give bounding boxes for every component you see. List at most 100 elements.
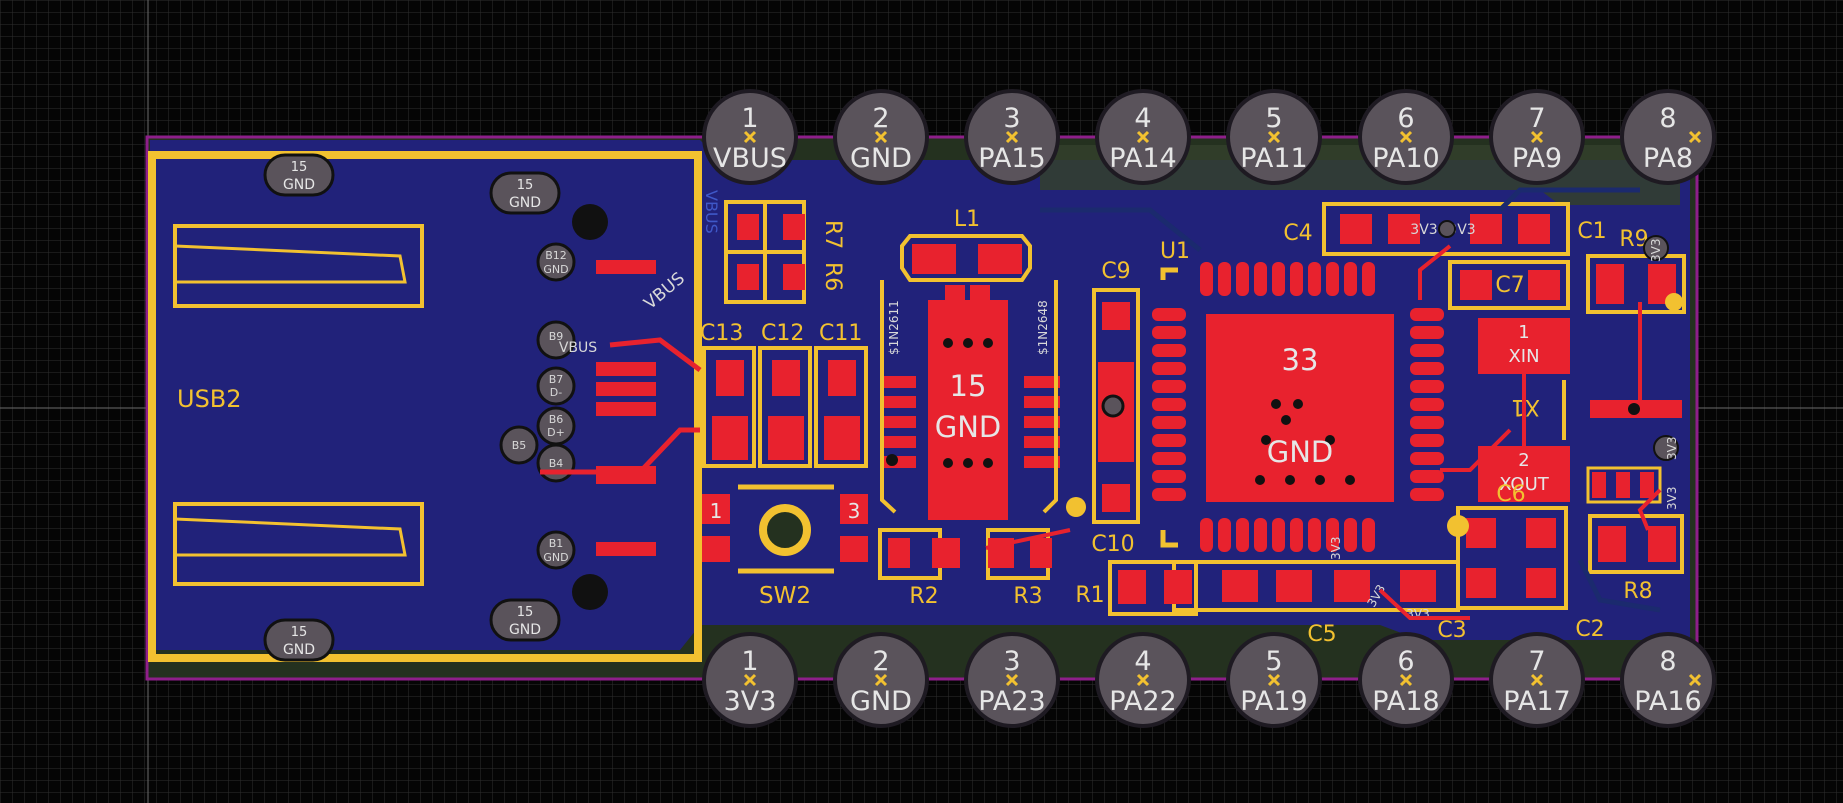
svg-text:C6: C6 bbox=[1496, 482, 1525, 507]
usb-shield-pad[interactable]: 15 GND bbox=[489, 171, 561, 215]
resistor-r9[interactable]: R9 3V3 bbox=[1590, 227, 1683, 418]
svg-text:GND: GND bbox=[850, 686, 912, 717]
usb-smd-pad[interactable] bbox=[596, 542, 656, 556]
svg-text:GND: GND bbox=[283, 642, 315, 658]
svg-text:$1N2611: $1N2611 bbox=[887, 300, 901, 355]
capacitor-c9-c10[interactable]: C9 C10 bbox=[1066, 259, 1140, 557]
resistor-r7-r6[interactable]: R7 R6 bbox=[724, 200, 845, 304]
svg-text:2: 2 bbox=[872, 646, 889, 677]
svg-text:2: 2 bbox=[872, 103, 889, 134]
resistor-r1[interactable]: R1 bbox=[1075, 560, 1198, 616]
capacitor-c1[interactable]: C1 bbox=[1577, 219, 1686, 314]
usb-pin-b1[interactable]: B1 GND bbox=[536, 530, 576, 570]
usb-tongue-lower bbox=[173, 502, 424, 586]
svg-text:C12: C12 bbox=[761, 321, 804, 346]
usb-smd-pad[interactable] bbox=[596, 466, 656, 484]
svg-text:PA23: PA23 bbox=[978, 686, 1045, 717]
capacitor-c2[interactable]: C2 bbox=[1575, 466, 1662, 642]
trace-d-plus bbox=[540, 427, 700, 475]
usb-shield-pad[interactable]: 15 GND bbox=[263, 618, 335, 662]
svg-text:R6: R6 bbox=[820, 262, 845, 291]
regulator-ic[interactable]: 15 GND $1N2611 $1N2648 bbox=[880, 280, 1060, 520]
usb-shield-pad[interactable]: 15 GND bbox=[263, 153, 335, 197]
svg-text:1: 1 bbox=[710, 499, 723, 523]
svg-text:3V3: 3V3 bbox=[1649, 239, 1663, 262]
usb-smd-pad[interactable] bbox=[596, 362, 656, 376]
capacitors-c13-c12-c11[interactable]: C13 C12 C11 bbox=[700, 321, 868, 468]
usb-smd-pad[interactable] bbox=[596, 402, 656, 416]
svg-text:3V3: 3V3 bbox=[724, 686, 777, 717]
svg-text:R2: R2 bbox=[909, 584, 938, 609]
svg-text:PA9: PA9 bbox=[1512, 143, 1562, 174]
usb-pin-b7[interactable]: B7 D- bbox=[536, 366, 576, 406]
usb-pin-b6[interactable]: B6 D+ bbox=[536, 406, 576, 446]
usb-shield-pad[interactable]: 15 GND bbox=[489, 598, 561, 642]
svg-text:B1: B1 bbox=[549, 537, 564, 550]
resistor-r8[interactable]: R8 3V3 3V3 bbox=[1588, 435, 1684, 604]
inductor-l1[interactable]: L1 bbox=[900, 207, 1032, 282]
svg-text:C11: C11 bbox=[819, 321, 862, 346]
usb-tongue-upper bbox=[173, 224, 424, 308]
switch-sw2[interactable]: 1 3 SW2 bbox=[702, 484, 868, 609]
svg-text:3V3: 3V3 bbox=[1665, 487, 1679, 510]
svg-text:PA19: PA19 bbox=[1240, 686, 1307, 717]
usb-pin-b4[interactable]: B4 bbox=[536, 443, 576, 483]
svg-text:C2: C2 bbox=[1575, 617, 1604, 642]
svg-text:R1: R1 bbox=[1075, 583, 1104, 608]
svg-text:2: 2 bbox=[1518, 450, 1529, 471]
usb-connector[interactable]: USB2 15 GND 15 GND 15 GND 15 GND B12 GND bbox=[148, 151, 721, 662]
svg-text:15: 15 bbox=[950, 369, 987, 403]
svg-text:PA11: PA11 bbox=[1240, 143, 1307, 174]
svg-text:PA15: PA15 bbox=[978, 143, 1045, 174]
svg-text:7: 7 bbox=[1528, 103, 1545, 134]
usb-ref-label: USB2 bbox=[177, 385, 242, 413]
svg-text:GND: GND bbox=[283, 177, 315, 193]
svg-text:GND: GND bbox=[509, 195, 541, 211]
usb-pin-b5[interactable]: B5 bbox=[499, 425, 539, 465]
svg-text:3: 3 bbox=[1003, 646, 1020, 677]
svg-text:B9: B9 bbox=[549, 330, 564, 343]
svg-text:$1N2648: $1N2648 bbox=[1036, 300, 1050, 355]
capacitor-c6[interactable]: C6 bbox=[1447, 482, 1568, 610]
usb-tongue-lower-wedge bbox=[174, 517, 407, 557]
capacitor-c7[interactable]: C7 bbox=[1448, 260, 1570, 310]
usb-tongue-upper-wedge bbox=[174, 244, 407, 284]
capacitor-c4[interactable]: C4 3V3 3V3 bbox=[1283, 202, 1570, 256]
svg-text:1: 1 bbox=[741, 646, 758, 677]
svg-text:VBUS: VBUS bbox=[559, 340, 597, 356]
svg-text:U1: U1 bbox=[1160, 239, 1190, 264]
svg-text:3V3: 3V3 bbox=[1410, 222, 1437, 238]
svg-text:C1: C1 bbox=[1577, 219, 1606, 244]
svg-text:PA14: PA14 bbox=[1109, 143, 1176, 174]
svg-text:B7: B7 bbox=[549, 373, 564, 386]
usb-smd-pad[interactable] bbox=[596, 382, 656, 396]
usb-pin-b9[interactable]: B9 VBUS bbox=[536, 320, 597, 360]
svg-text:SW2: SW2 bbox=[759, 583, 811, 609]
trace-vbus bbox=[609, 337, 702, 372]
crystal-x1[interactable]: 1 XIN 2 XOUT X1 bbox=[1478, 318, 1570, 502]
svg-text:C7: C7 bbox=[1495, 273, 1524, 298]
inner-traces bbox=[1040, 187, 1661, 613]
mcu-u1[interactable]: U1 33 GND bbox=[1152, 239, 1444, 552]
svg-text:PA22: PA22 bbox=[1109, 686, 1176, 717]
svg-text:D-: D- bbox=[550, 386, 562, 399]
svg-text:8: 8 bbox=[1659, 103, 1676, 134]
usb-pin-b12[interactable]: B12 GND bbox=[536, 242, 576, 282]
usb-smd-pad[interactable] bbox=[596, 260, 656, 274]
svg-text:1: 1 bbox=[741, 103, 758, 134]
svg-text:4: 4 bbox=[1134, 103, 1151, 134]
svg-text:GND: GND bbox=[543, 551, 568, 564]
svg-text:R8: R8 bbox=[1623, 579, 1652, 604]
ground-pour bbox=[150, 140, 1690, 650]
svg-text:GND: GND bbox=[850, 143, 912, 174]
svg-text:L1: L1 bbox=[954, 207, 980, 232]
svg-text:C5: C5 bbox=[1307, 622, 1336, 647]
svg-text:C3: C3 bbox=[1437, 618, 1466, 643]
svg-text:5: 5 bbox=[1265, 646, 1282, 677]
